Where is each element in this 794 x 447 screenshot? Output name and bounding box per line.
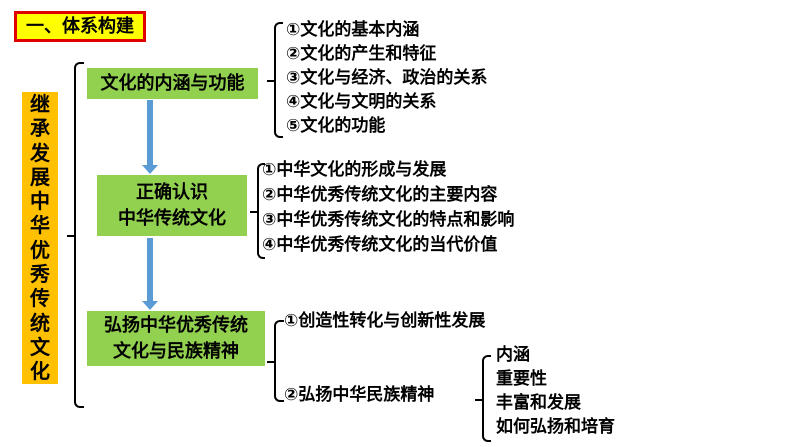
list-item: 重要性 [496,369,547,389]
node-promote-spirit: 弘扬中华优秀传统 文化与民族精神 [87,311,265,366]
list-item: ①中华文化的形成与发展 [262,160,447,180]
list-item: ③中华优秀传统文化的特点和影响 [262,210,515,230]
list-item: ②中华优秀传统文化的主要内容 [262,185,498,205]
list-1: ①文化的基本内涵 ②文化的产生和特征 ③文化与经济、政治的关系 ④文化与文明的关… [286,18,487,138]
bracket-2 [250,163,265,259]
root-bracket [67,62,84,408]
bracket-1 [267,22,283,138]
node-label-line: 文化与民族精神 [113,340,239,362]
list-item: ①创造性转化与创新性发展 [284,311,486,331]
list-4: 内涵 重要性 丰富和发展 如何弘扬和培育 [496,343,615,439]
bracket-3 [267,320,284,402]
arrow-down-2 [142,238,158,310]
section-title: 一、体系构建 [14,11,146,42]
node-label-line: 中华传统文化 [118,207,226,229]
bracket-4 [475,355,491,442]
list-2: ①中华文化的形成与发展 ②中华优秀传统文化的主要内容 ③中华优秀传统文化的特点和… [262,158,514,258]
node-label-line: 正确认识 [136,181,208,203]
list-item: 丰富和发展 [496,393,581,413]
list-item: ②文化的产生和特征 [286,44,437,64]
list-item: ④中华优秀传统文化的当代价值 [262,235,498,255]
arrow-down-1 [142,100,158,174]
list-item: ④文化与文明的关系 [286,92,437,112]
list-item: ①文化的基本内涵 [286,20,420,40]
node-label-line: 弘扬中华优秀传统 [104,314,248,336]
list-item: 如何弘扬和培育 [496,417,615,437]
root-topic: 继承发展中华优秀传统文化 [22,92,58,384]
list-item: 内涵 [496,345,530,365]
list-item: ③文化与经济、政治的关系 [286,68,488,88]
node-culture-meaning: 文化的内涵与功能 [87,68,258,99]
list-item: ②弘扬中华民族精神 [284,385,435,405]
node-traditional-culture: 正确认识 中华传统文化 [97,175,247,236]
list-item: ⑤文化的功能 [286,116,386,136]
